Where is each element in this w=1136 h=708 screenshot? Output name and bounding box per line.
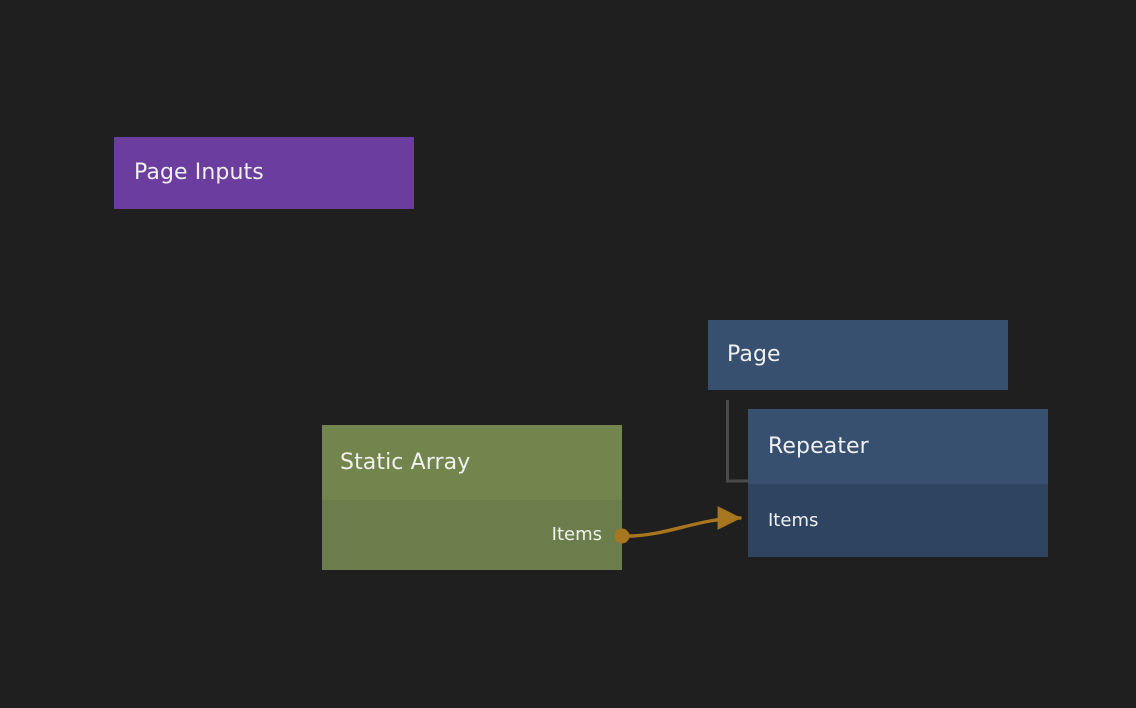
node-page-inputs-title: Page Inputs <box>134 160 264 185</box>
node-repeater-port-items[interactable]: Items <box>748 484 1048 557</box>
node-static-array-port-items[interactable]: Items <box>322 500 622 570</box>
connection-static-array-items-to-repeater-items[interactable] <box>626 506 742 538</box>
node-static-array[interactable]: Static Array Items <box>322 425 622 570</box>
node-static-array-title: Static Array <box>340 449 471 475</box>
node-repeater[interactable]: Repeater Items <box>748 409 1048 557</box>
node-repeater-header[interactable]: Repeater <box>748 409 1048 484</box>
node-page-title: Page <box>727 342 781 367</box>
node-page[interactable]: Page <box>708 320 1008 390</box>
node-static-array-header[interactable]: Static Array <box>322 425 622 500</box>
node-page-inputs[interactable]: Page Inputs <box>114 137 414 209</box>
node-page-header[interactable]: Page <box>708 320 1008 390</box>
bracket-page-to-repeater <box>726 400 748 483</box>
node-static-array-port-items-label: Items <box>551 524 602 545</box>
node-repeater-port-items-label: Items <box>768 509 819 531</box>
node-page-inputs-header[interactable]: Page Inputs <box>114 137 414 209</box>
node-repeater-title: Repeater <box>768 433 869 459</box>
